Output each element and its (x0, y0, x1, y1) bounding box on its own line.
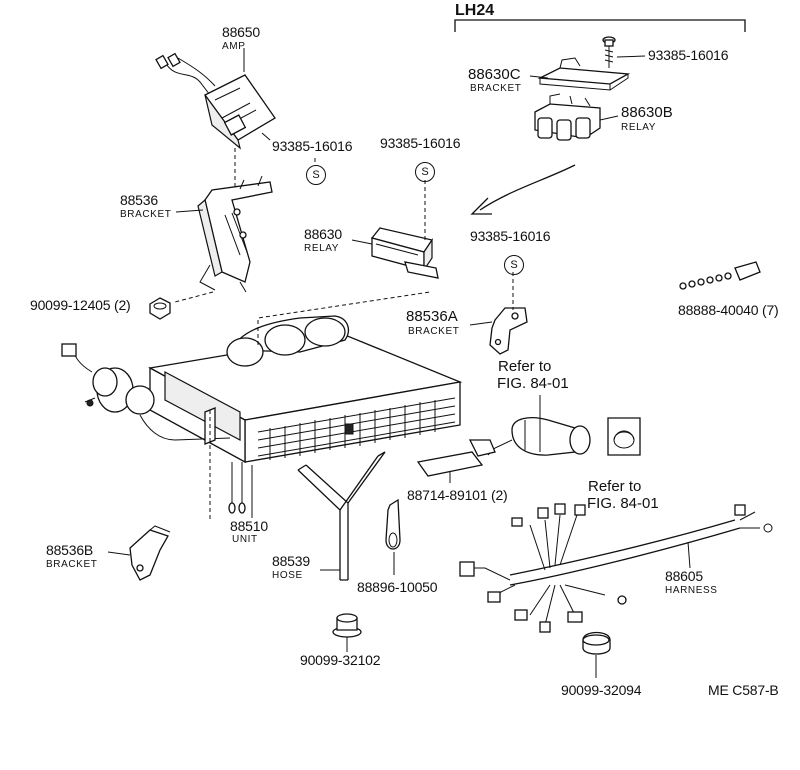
unit-88510-part (61, 291, 463, 520)
screw-bracket-a-part-number[interactable]: 93385-16016 (470, 228, 551, 244)
lh24-direction-arrow (479, 164, 576, 211)
bracket-88536b-part (129, 525, 171, 581)
reference-1-line2[interactable]: FIG. 84-01 (497, 375, 569, 392)
harness-88605-part (459, 503, 773, 633)
bracket-88630c-part (537, 57, 631, 91)
bracket-88630c-leader (529, 75, 549, 79)
bracket-88536a-part-number[interactable]: 88536A (406, 308, 458, 325)
bracket-88536a-part-name: BRACKET (408, 326, 460, 337)
bracket-88536b-part-number[interactable]: 88536B (46, 542, 94, 558)
nut-dash (174, 291, 214, 303)
relay-88630b-part-name: RELAY (621, 122, 657, 133)
bracket-88536-part-number[interactable]: 88536 (120, 192, 158, 208)
unit-88510-part-name: UNIT (232, 534, 258, 545)
bracket-88536a-leader (469, 321, 493, 326)
bracket-88536a-part (489, 307, 528, 355)
relay-88630-leader (351, 239, 373, 245)
bracket-88536-leader (175, 209, 204, 213)
bracket-88536-part-name: BRACKET (120, 209, 172, 220)
bracket-88536b-leader (107, 551, 131, 556)
screw-lh24-leader (616, 55, 646, 58)
clip-88888-part-number[interactable]: 88888-40040 (7) (678, 302, 779, 318)
grommet-90099-32094-part (582, 631, 611, 655)
grommet-90099-32094-part-number[interactable]: 90099-32094 (561, 682, 642, 698)
tape-88714-part (416, 451, 484, 477)
relay-88630-part-name: RELAY (304, 243, 340, 254)
screw-amp-leader (261, 132, 271, 141)
hose-88539-part-name: HOSE (272, 570, 303, 581)
reference-2-line2[interactable]: FIG. 84-01 (587, 495, 659, 512)
unit-88510-part-number[interactable]: 88510 (230, 518, 268, 534)
relay-88630-part-number[interactable]: 88630 (304, 226, 342, 242)
amp-part (155, 52, 276, 150)
bracket-88536-part (197, 175, 273, 293)
bracket-88536b-part-name: BRACKET (46, 559, 98, 570)
grommet-90099-32102-part-number[interactable]: 90099-32102 (300, 652, 381, 668)
amp-part-name: AMP (222, 41, 246, 52)
bracket-88630c-part-number[interactable]: 88630C (468, 66, 521, 83)
lh24-header: LH24 (455, 2, 495, 19)
nut-90099-12405-part (149, 297, 171, 320)
harness-88605-part-name: HARNESS (665, 585, 718, 596)
screw-symbol-relay: S (415, 162, 435, 182)
screw-lh24-part (602, 36, 616, 68)
amp-part-number[interactable]: 88650 (222, 24, 260, 40)
relay-88630b-part-number[interactable]: 88630B (621, 104, 673, 121)
relay-88630b-leader (599, 115, 619, 121)
clip-88888-part (679, 261, 761, 290)
grommet-90099-32102-part (332, 613, 362, 638)
lh24-group-bracket (454, 19, 746, 32)
lh24-direction-arrowhead (470, 197, 492, 215)
screw-relay-part-number[interactable]: 93385-16016 (380, 135, 461, 151)
screw-amp-part-number[interactable]: 93385-16016 (272, 138, 353, 154)
hose-88539-part (297, 451, 386, 581)
nut-90099-12405-part-number[interactable]: 90099-12405 (2) (30, 297, 131, 313)
hose-88539-part-number[interactable]: 88539 (272, 553, 310, 569)
reference-1-line1: Refer to (498, 358, 552, 375)
screw-symbol-amp: S (306, 165, 326, 185)
relay-88630b-part (534, 93, 601, 141)
clamp-88896-part (385, 498, 401, 550)
grommet-panel-part (607, 417, 641, 456)
harness-88605-leader (687, 541, 691, 569)
figure-code: ME C587-B (708, 682, 779, 698)
harness-88605-part-number[interactable]: 88605 (665, 568, 703, 584)
screw-lh24-part-number[interactable]: 93385-16016 (648, 47, 729, 63)
relay-88630-part (370, 227, 439, 279)
screw-symbol-bracket-a: S (504, 255, 524, 275)
clamp-88896-part-number[interactable]: 88896-10050 (357, 579, 438, 595)
connector-part (468, 395, 591, 457)
bracket-88630c-part-name: BRACKET (470, 83, 522, 94)
tape-88714-part-number[interactable]: 88714-89101 (2) (407, 487, 508, 503)
reference-2-line1: Refer to (588, 478, 642, 495)
